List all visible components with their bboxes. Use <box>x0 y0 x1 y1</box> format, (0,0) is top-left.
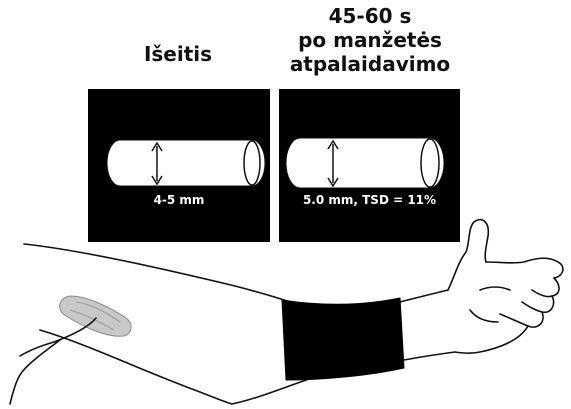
post-release-measurement: 5.0 mm, TSD = 11% <box>279 193 460 207</box>
baseline-title: Išeitis <box>128 42 228 66</box>
baseline-panel <box>88 89 270 242</box>
probe-cable <box>10 318 96 404</box>
baseline-vessel <box>107 140 265 186</box>
post-release-title-line-1: 45-60 s <box>280 4 460 28</box>
ultrasound-probe <box>60 296 131 336</box>
post-release-title-line-3: atpalaidavimo <box>280 52 460 76</box>
baseline-measurement: 4-5 mm <box>88 193 270 207</box>
post-release-vessel <box>286 138 444 188</box>
blood-pressure-cuff <box>282 298 404 380</box>
post-release-panel <box>279 89 460 242</box>
post-release-title-line-2: po manžetės <box>280 28 460 52</box>
post-release-title: 45-60 s po manžetės atpalaidavimo <box>280 4 460 76</box>
hand <box>448 220 563 353</box>
